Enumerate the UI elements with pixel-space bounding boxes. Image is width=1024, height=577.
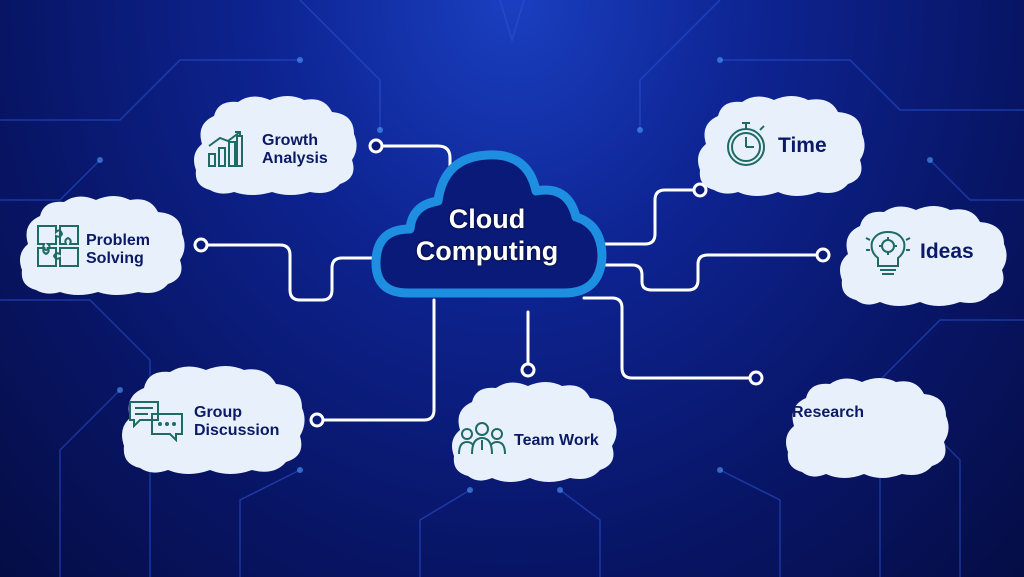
node-label-line2: Analysis	[262, 150, 328, 167]
node-ideas: Ideas	[836, 200, 1010, 310]
central-title-line2: Computing	[415, 236, 559, 266]
bubble-shape	[786, 378, 949, 478]
node-growth-analysis: Growth Analysis	[190, 92, 360, 198]
node-label: Research	[792, 404, 865, 421]
node-problem-solving: Problem Solving	[16, 192, 188, 298]
node-label-line2: Discussion	[194, 422, 280, 439]
node-label: Ideas	[920, 240, 974, 263]
connector-dot	[748, 370, 764, 386]
node-label: Group Discussion	[194, 404, 279, 440]
stopwatch-icon	[727, 122, 765, 166]
connector-group-discussion	[315, 298, 436, 422]
central-cloud-shape	[371, 150, 607, 298]
node-label-line1: Problem	[86, 232, 151, 249]
bubble-shape	[452, 382, 617, 482]
connector-time	[598, 188, 702, 246]
node-label: Problem Solving	[86, 232, 150, 268]
node-time: Time	[694, 92, 868, 200]
chat-bubbles-icon	[129, 401, 183, 442]
node-label: Growth Analysis	[262, 132, 328, 168]
connector-problem-solving	[199, 243, 378, 302]
connector-dot	[520, 362, 536, 378]
lightbulb-gear-icon	[865, 230, 911, 275]
connector-dot	[692, 182, 708, 198]
node-label: Team Work	[514, 432, 599, 449]
puzzle-icon	[37, 225, 79, 267]
connector-ideas	[604, 253, 825, 292]
node-group-discussion: Group Discussion	[118, 362, 308, 478]
node-research: Research	[782, 372, 952, 482]
bubble-shape	[20, 196, 185, 295]
connector-dot	[368, 138, 384, 154]
bubble-shape	[194, 96, 357, 195]
central-title-line1: Cloud	[448, 204, 526, 234]
connector-research	[582, 296, 758, 380]
node-label-line2: Solving	[86, 250, 144, 267]
connector-growth-analysis	[374, 144, 452, 170]
bubble-shape	[122, 366, 305, 474]
connector-dot	[815, 247, 831, 263]
node-label-line1: Growth	[262, 132, 318, 149]
bar-chart-growth-icon	[208, 131, 243, 167]
connector-dot	[309, 412, 325, 428]
bubble-shape	[698, 96, 865, 196]
connector-dot	[193, 237, 209, 253]
bubble-shape	[840, 206, 1007, 306]
node-label-line1: Group	[194, 404, 242, 421]
central-node-title: Cloud Computing	[380, 203, 594, 267]
node-team-work: Team Work	[448, 376, 620, 486]
team-people-icon	[458, 422, 506, 455]
node-label: Time	[778, 134, 827, 157]
